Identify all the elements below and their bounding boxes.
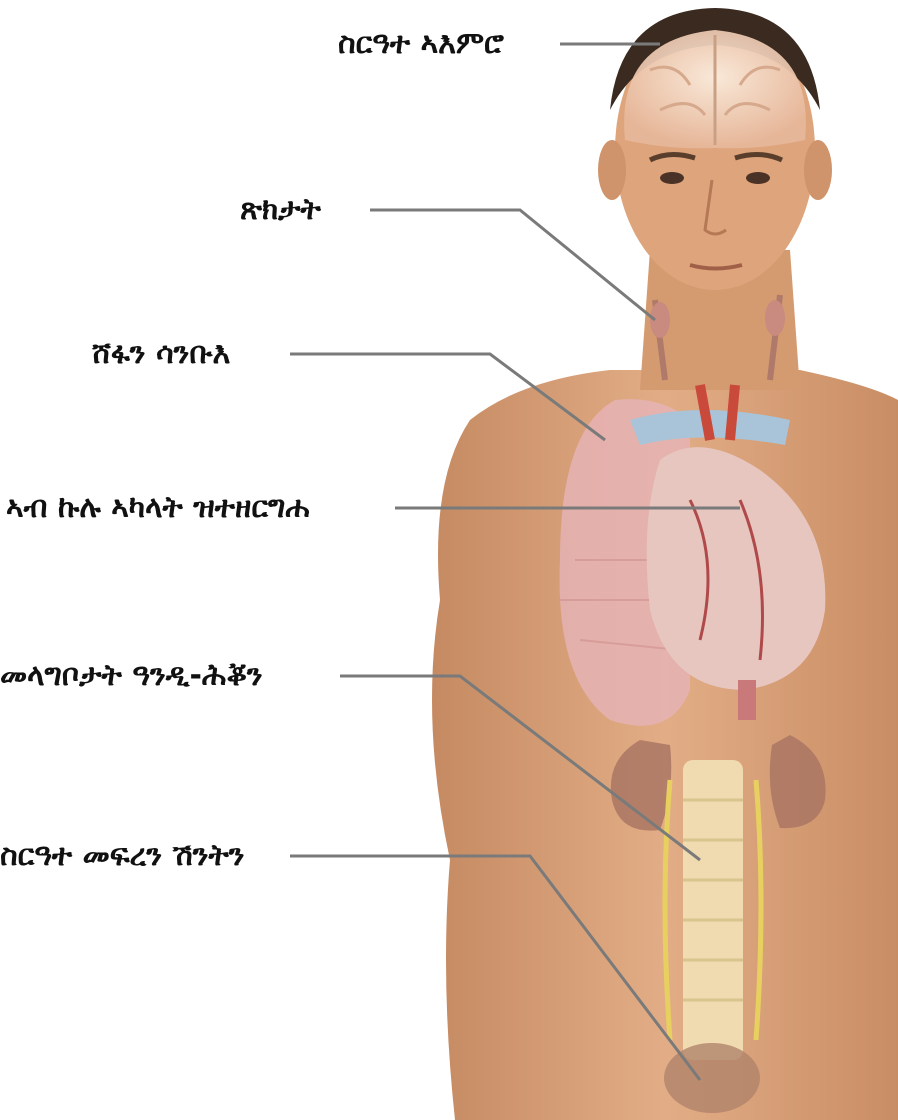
ear-left <box>598 140 626 200</box>
label-lungs: ሸፋን ሳንቡእ <box>92 336 230 372</box>
label-brain: ስርዓተ ኣእምሮ <box>338 26 504 62</box>
label-vessels: ኣብ ኩሉ ኣካላት ዝተዘርግሐ <box>6 490 309 526</box>
leader-glands <box>370 210 655 320</box>
eye-left <box>660 172 684 184</box>
ear-right <box>804 140 832 200</box>
label-urinary: ስርዓተ መፍረን ሽንትን <box>0 838 244 874</box>
label-glands: ጽክታት <box>240 192 321 228</box>
label-digestive: መላግቦታት ዓንዲ-ሕቖን <box>0 658 263 694</box>
eye-right <box>746 172 770 184</box>
